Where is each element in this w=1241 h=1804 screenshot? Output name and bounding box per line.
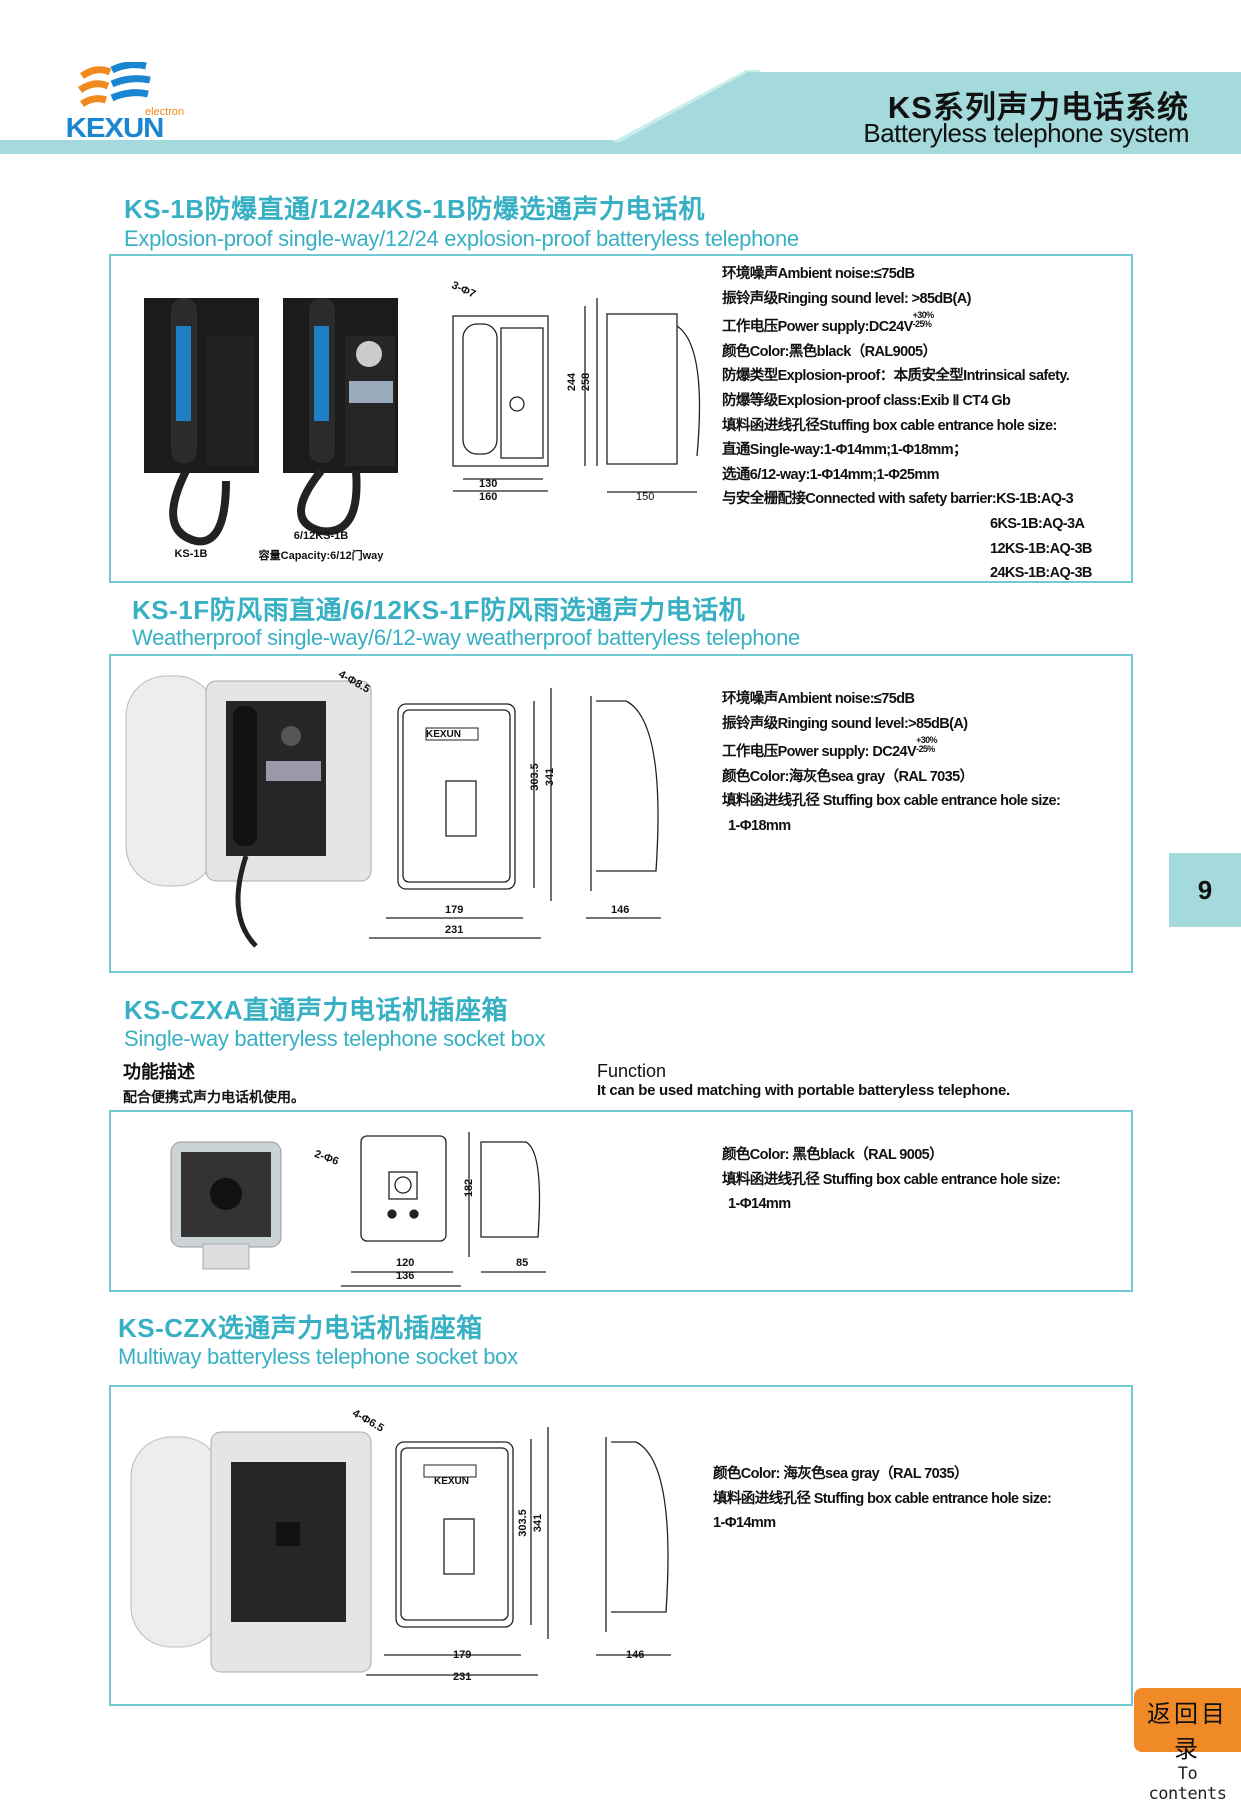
- dim-width-outer: 160: [479, 491, 498, 503]
- spec-item: 防爆类型Explosion-proof：本质安全型Intrinsical saf…: [722, 368, 1070, 385]
- spec-text: 工作电压Power supply:DC24V: [722, 319, 913, 336]
- dim-height: 182: [463, 1178, 476, 1198]
- spec-item: 24KS-1B:AQ-3B: [990, 565, 1092, 582]
- dim-height-outer: 341: [532, 1513, 545, 1533]
- dim-width-inner: 179: [445, 904, 464, 916]
- section-3-title: KS-CZXA直通声力电话机插座箱: [124, 995, 509, 1025]
- header-band: [0, 140, 1241, 154]
- dim-width-inner: 130: [479, 478, 498, 490]
- dim-depth: 146: [626, 1649, 645, 1661]
- spec-item: 颜色Color:海灰色sea gray（RAL 7035）: [722, 768, 974, 785]
- spec-list: 颜色Color: 海灰色sea gray（RAL 7035） 填料函进线孔径 S…: [713, 1462, 1052, 1536]
- spec-item: 颜色Color: 黑色black（RAL 9005）: [722, 1147, 944, 1163]
- spec-item: 环境噪声Ambient noise:≤75dB: [722, 691, 915, 707]
- section-2-box: KEXUN 4-Φ8.5 303.5 341 179 231 146 环境噪声A…: [109, 654, 1133, 973]
- tolerance-plus: +30%: [912, 310, 934, 321]
- section-3-box: 2-Φ6 182 120 136 85 颜色Color: 黑色black（RAL…: [109, 1110, 1133, 1292]
- weatherproof-phone-illustration: [125, 675, 661, 948]
- function-heading-en: Function: [597, 1061, 667, 1081]
- dim-width-outer: 231: [445, 924, 464, 936]
- spec-item: 颜色Color: 海灰色sea gray（RAL 7035）: [713, 1466, 968, 1482]
- function-text-cn: 配合便携式声力电话机使用。: [123, 1089, 305, 1105]
- spec-item: 工作电压Power supply:DC24V+30%-25%: [722, 311, 1092, 340]
- section-1-box: KS-1B 6/12KS-1B 容量Capacity:6/12门way 3-Φ7…: [109, 254, 1133, 583]
- spec-item: 直通Single-way:1-Φ14mm;1-Φ18mm；: [722, 442, 968, 459]
- logo-text: KEXUN: [65, 112, 165, 143]
- spec-item: 1-Φ14mm: [728, 1196, 791, 1213]
- section-2-subtitle: Weatherproof single-way/6/12-way weather…: [132, 625, 800, 650]
- spec-list: 颜色Color: 黑色black（RAL 9005） 填料函进线孔径 Stuff…: [722, 1143, 1061, 1217]
- spec-list: 环境噪声Ambient noise:≤75dB 振铃声级Ringing soun…: [722, 262, 1092, 586]
- section-1-subtitle: Explosion-proof single-way/12/24 explosi…: [124, 226, 799, 251]
- spec-item: 填料函进线孔径 Stuffing box cable entrance hole…: [722, 793, 1061, 810]
- dim-height-outer: 341: [544, 767, 557, 787]
- section-4-title: KS-CZX选通声力电话机插座箱: [118, 1313, 483, 1343]
- brand-plate: KEXUN: [434, 1476, 470, 1487]
- brand-plate: KEXUN: [426, 729, 462, 740]
- socket-box-illustration: [170, 1132, 546, 1287]
- tolerance-minus: -25%: [912, 319, 932, 330]
- dim-height-inner: 244: [566, 372, 579, 392]
- spec-item: 振铃声级Ringing sound level: >85dB(A): [722, 290, 971, 307]
- spec-item: 振铃声级Ringing sound level:>85dB(A): [722, 715, 968, 732]
- spec-item: 12KS-1B:AQ-3B: [990, 540, 1092, 557]
- spec-item: 6KS-1B:AQ-3A: [990, 515, 1085, 532]
- page-title-en: Batteryless telephone system: [863, 118, 1189, 148]
- explosion-proof-phone-illustration: [144, 298, 701, 546]
- logo-subtext: electron: [145, 106, 185, 118]
- spec-item: 颜色Color:黑色black（RAL9005）: [722, 343, 937, 360]
- spec-item: 1-Φ18mm: [728, 817, 791, 834]
- dim-depth: 85: [516, 1257, 529, 1269]
- section-4-box: KEXUN 4-Φ6.5 303.5 341 179 231 146 颜色Col…: [109, 1385, 1133, 1706]
- multiway-socket-box-illustration: [130, 1427, 671, 1676]
- spec-item: 环境噪声Ambient noise:≤75dB: [722, 266, 915, 282]
- section-3-subtitle: Single-way batteryless telephone socket …: [124, 1026, 546, 1051]
- tolerance-minus: -25%: [916, 744, 935, 755]
- to-contents-button[interactable]: 返回目录 To contents: [1134, 1688, 1241, 1804]
- spec-item: 防爆等级Explosion-proof class:Exib Ⅱ CT4 Gb: [722, 392, 1011, 409]
- photo-label-capacity: 容量Capacity:6/12门way: [258, 550, 384, 562]
- spec-item: 与安全栅配接Connected with safety barrier:KS-1…: [722, 491, 1074, 508]
- spec-text: 工作电压Power supply: DC24V: [722, 744, 917, 761]
- to-contents-label-en: To contents: [1148, 1764, 1227, 1804]
- dim-width-inner: 179: [453, 1649, 472, 1661]
- spec-item: 填料函进线孔径 Stuffing box cable entrance hole…: [713, 1490, 1052, 1507]
- dim-width-inner: 120: [396, 1257, 415, 1269]
- dim-depth: 146: [611, 904, 630, 916]
- page-number-tab: 9: [1169, 853, 1241, 927]
- dim-height-inner: 303.5: [516, 1509, 529, 1537]
- spec-item: 1-Φ14mm: [713, 1515, 776, 1532]
- dim-height-outer: 258: [580, 372, 593, 392]
- tolerance-plus: +30%: [916, 735, 937, 746]
- photo-label-ks-1b: KS-1B: [174, 548, 208, 560]
- function-heading-cn: 功能描述: [123, 1062, 195, 1082]
- section-1-title: KS-1B防爆直通/12/24KS-1B防爆选通声力电话机: [124, 194, 705, 224]
- to-contents-label-cn: 返回目录: [1147, 1701, 1228, 1763]
- photo-label-6-12ks-1b: 6/12KS-1B: [293, 530, 349, 542]
- function-text-en: It can be used matching with portable ba…: [597, 1082, 1010, 1099]
- dim-depth: 150: [636, 491, 655, 503]
- dim-width-outer: 231: [453, 1671, 472, 1683]
- dim-width-outer: 136: [396, 1270, 415, 1282]
- logo-mark-icon: [76, 61, 156, 119]
- spec-list: 环境噪声Ambient noise:≤75dB 振铃声级Ringing soun…: [722, 687, 1061, 839]
- page-title-cn: KS系列声力电话系统: [887, 90, 1189, 125]
- spec-item: 填料函进线孔径 Stuffing box cable entrance hole…: [722, 1171, 1061, 1188]
- spec-item: 填料函进线孔径Stuffing box cable entrance hole …: [722, 417, 1057, 434]
- spec-item: 工作电压Power supply: DC24V+30%-25%: [722, 736, 1060, 765]
- section-4-subtitle: Multiway batteryless telephone socket bo…: [118, 1344, 518, 1369]
- section-2-title: KS-1F防风雨直通/6/12KS-1F防风雨选通声力电话机: [132, 595, 746, 625]
- dim-height-inner: 303.5: [528, 763, 541, 791]
- spec-item: 选通6/12-way:1-Φ14mm;1-Φ25mm: [722, 466, 940, 483]
